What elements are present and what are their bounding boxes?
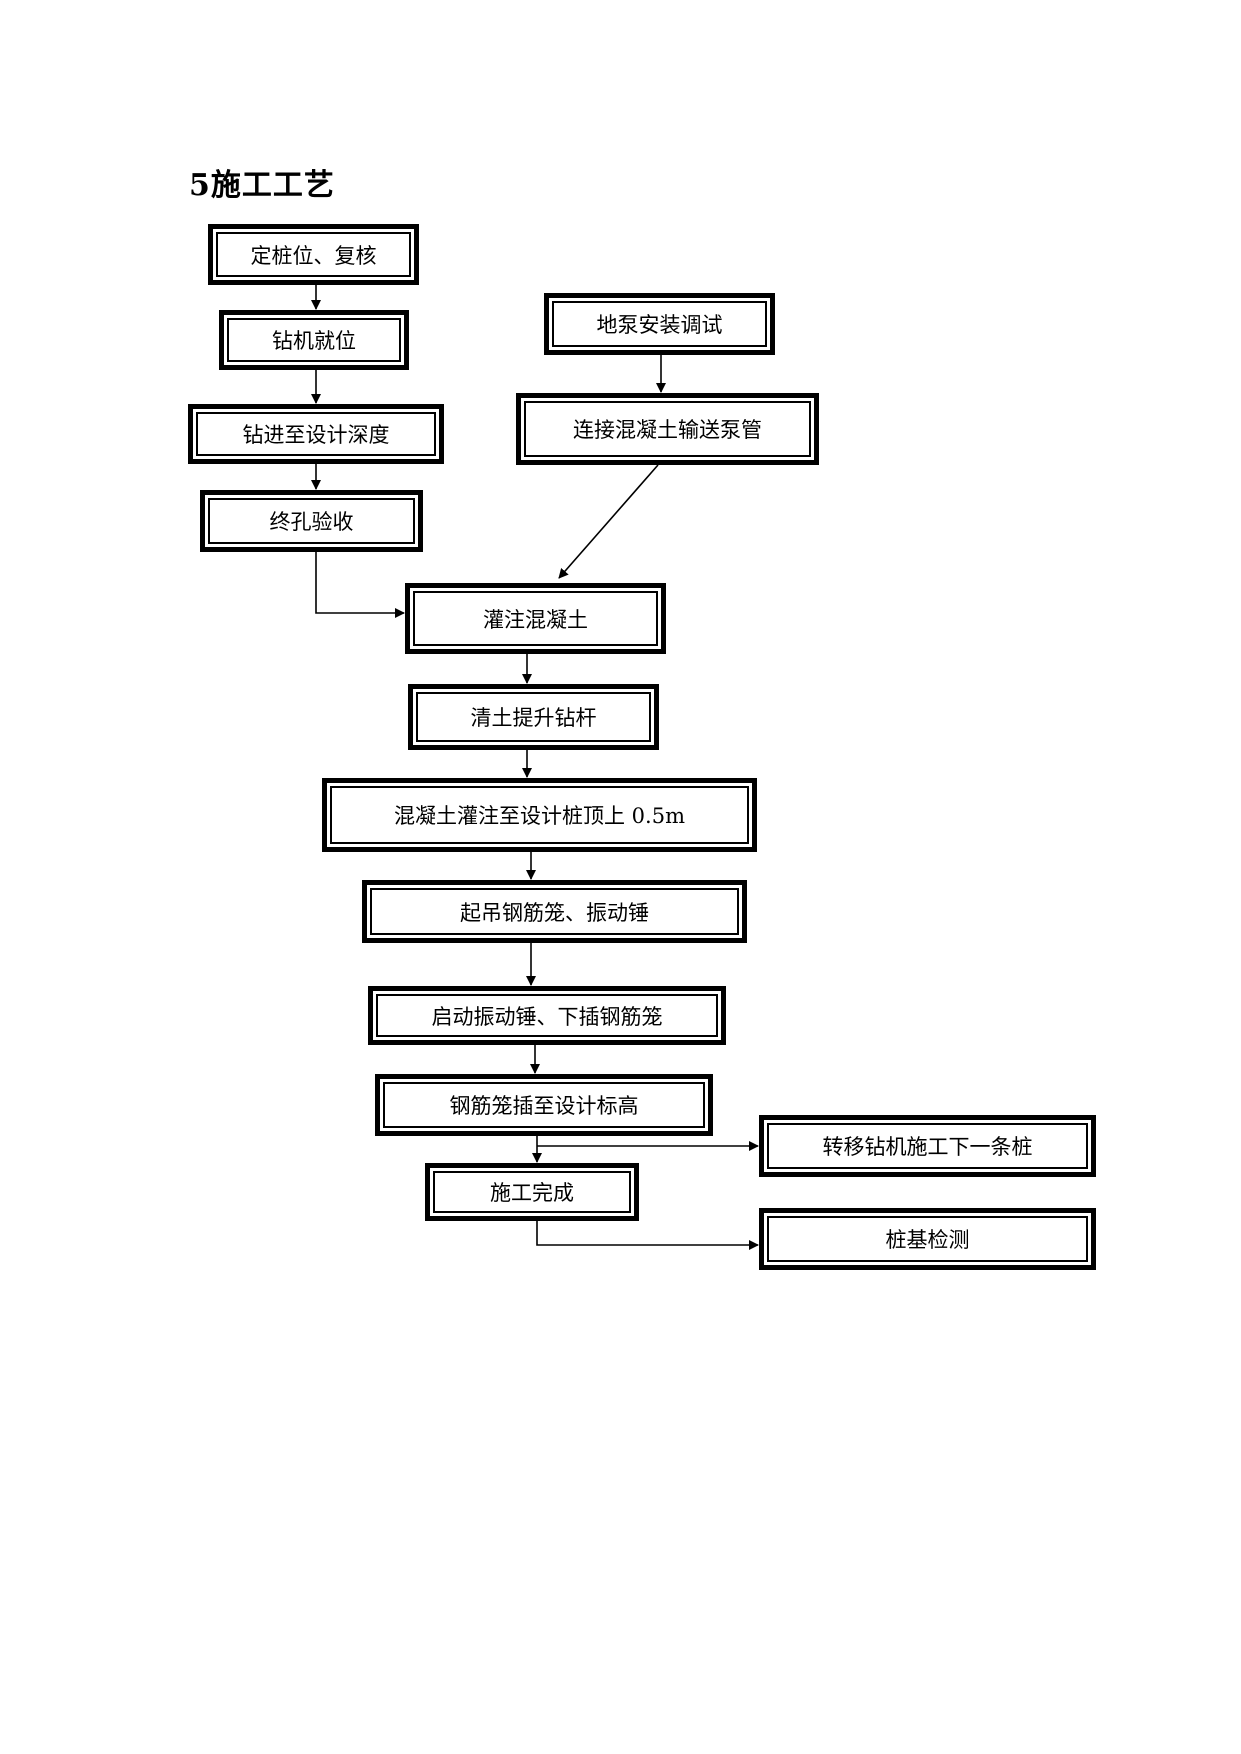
step-move-rig: 转移钻机施工下一条桩: [759, 1115, 1096, 1177]
step-cage-to-elevation: 钢筋笼插至设计标高: [375, 1074, 713, 1136]
step-label: 桩基检测: [767, 1216, 1088, 1262]
step-label: 钻进至设计深度: [196, 412, 436, 456]
step-label: 钢筋笼插至设计标高: [383, 1082, 705, 1128]
arrow-complete-to-test: [536, 1221, 759, 1250]
step-rig-in-place: 钻机就位: [219, 310, 409, 370]
step-label: 终孔验收: [208, 498, 415, 544]
step-hole-acceptance: 终孔验收: [200, 490, 423, 552]
step-label: 混凝土灌注至设计桩顶上 0.5m: [330, 786, 749, 844]
step-label: 启动振动锤、下插钢筋笼: [376, 994, 718, 1037]
step-complete: 施工完成: [425, 1163, 639, 1221]
step-pump-setup: 地泵安装调试: [544, 293, 775, 355]
step-label: 连接混凝土输送泵管: [524, 401, 811, 457]
page-title: 5施工工艺: [189, 168, 335, 203]
step-insert-cage: 启动振动锤、下插钢筋笼: [368, 986, 726, 1045]
arrow-acceptance-to-pour: [315, 552, 405, 618]
step-label: 定桩位、复核: [216, 232, 411, 277]
arrow-pipe-to-pour: [558, 464, 659, 579]
step-label: 起吊钢筋笼、振动锤: [370, 888, 739, 935]
step-label: 清土提升钻杆: [416, 692, 651, 742]
step-label: 钻机就位: [227, 318, 401, 362]
step-lift-cage: 起吊钢筋笼、振动锤: [362, 880, 747, 943]
step-label: 地泵安装调试: [552, 301, 767, 347]
step-label: 转移钻机施工下一条桩: [767, 1123, 1088, 1169]
step-drill-to-depth: 钻进至设计深度: [188, 404, 444, 464]
step-pour-to-top: 混凝土灌注至设计桩顶上 0.5m: [322, 778, 757, 852]
step-label: 灌注混凝土: [413, 591, 658, 646]
step-clear-soil-lift: 清土提升钻杆: [408, 684, 659, 750]
step-pile-test: 桩基检测: [759, 1208, 1096, 1270]
step-connect-pipe: 连接混凝土输送泵管: [516, 393, 819, 465]
step-label: 施工完成: [433, 1171, 631, 1213]
step-locate-pile: 定桩位、复核: [208, 224, 419, 285]
step-pour-concrete: 灌注混凝土: [405, 583, 666, 654]
